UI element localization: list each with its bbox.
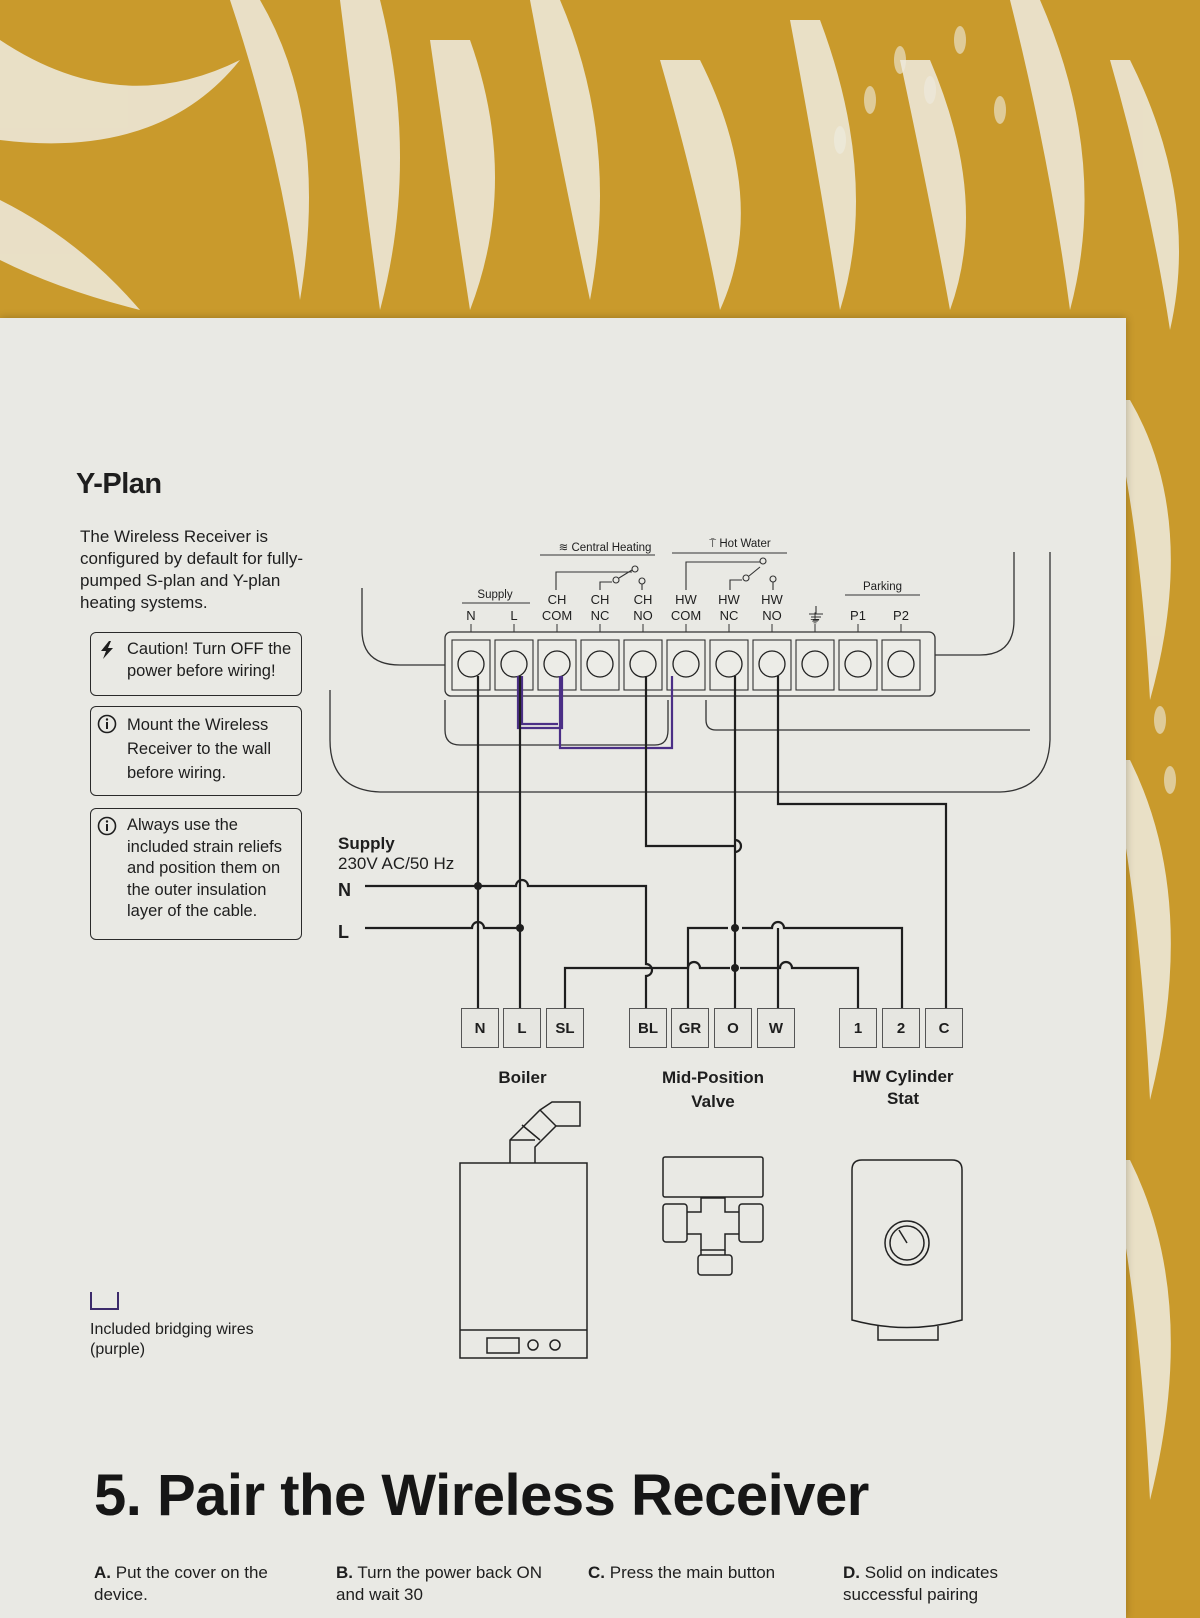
central-heating-group-label: ≋ Central Heating bbox=[558, 542, 652, 554]
valve-label: Mid-Position Valve bbox=[662, 1068, 764, 1111]
terminal-label-top: HW bbox=[718, 592, 740, 607]
terminal-slot bbox=[537, 639, 577, 691]
terminal-screw bbox=[543, 650, 571, 678]
parking-group-label: Parking bbox=[863, 581, 902, 593]
terminal-label-bottom: NC bbox=[719, 608, 739, 623]
terminal-label-top: CH bbox=[547, 592, 567, 607]
callout-text: Caution! Turn OFF the power before wirin… bbox=[127, 640, 292, 680]
terminal-label-top: CH bbox=[590, 592, 610, 607]
instruction-sheet bbox=[0, 318, 1126, 1618]
supply-spec: 230V AC/50 Hz bbox=[338, 854, 455, 873]
valve-terminal: GR bbox=[671, 1008, 709, 1048]
terminal-label-bottom: L bbox=[510, 608, 518, 623]
terminal-label-bottom: ⏚ bbox=[808, 611, 822, 626]
callout-text: Mount the Wireless Receiver to the wall … bbox=[127, 716, 271, 782]
terminal-screw bbox=[887, 650, 915, 678]
terminal-slot bbox=[752, 639, 792, 691]
cylinder-stat-label: HW Cylinder Stat bbox=[852, 1067, 954, 1108]
terminal-slot bbox=[666, 639, 706, 691]
valve-terminal: W bbox=[757, 1008, 795, 1048]
boiler-terminal: SL bbox=[546, 1008, 584, 1048]
step-a: A. Put the cover on the device. bbox=[94, 1563, 268, 1604]
terminal-screw bbox=[758, 650, 786, 678]
step-c: C. Press the main button bbox=[588, 1563, 776, 1582]
step-d: D. Solid on indicates successful pairing bbox=[843, 1563, 998, 1604]
bridging-wire-note: Included bridging wires (purple) bbox=[90, 1321, 254, 1358]
terminal-slot bbox=[709, 639, 749, 691]
supply-title: Supply bbox=[338, 834, 395, 853]
valve-terminal: O bbox=[714, 1008, 752, 1048]
terminal-screw bbox=[586, 650, 614, 678]
terminal-label-bottom: NC bbox=[590, 608, 610, 623]
strain-relief-callout: Always use the included strain reliefs a… bbox=[90, 808, 302, 940]
radiator-icon: ≋ bbox=[558, 542, 572, 554]
terminal-screw bbox=[500, 650, 528, 678]
boiler-terminal: N bbox=[461, 1008, 499, 1048]
boiler-illustration bbox=[459, 1101, 588, 1359]
tap-icon: ⍑ bbox=[709, 538, 720, 550]
step-b: B. Turn the power back ON and wait 30 bbox=[336, 1563, 542, 1604]
terminal-label-top: HW bbox=[675, 592, 697, 607]
boiler-terminal: L bbox=[503, 1008, 541, 1048]
terminal-screw bbox=[801, 650, 829, 678]
cylinder-illustration bbox=[851, 1159, 963, 1341]
intro-text: The Wireless Receiver is configured by d… bbox=[80, 527, 304, 612]
cylinder-stat-terminal: 2 bbox=[882, 1008, 920, 1048]
caution-callout: Caution! Turn OFF the power before wirin… bbox=[90, 632, 302, 696]
terminal-label-bottom: COM bbox=[670, 608, 702, 623]
mount-callout: Mount the Wireless Receiver to the wall … bbox=[90, 706, 302, 796]
terminal-block bbox=[444, 624, 936, 697]
section-heading: 5. Pair the Wireless Receiver bbox=[94, 1463, 869, 1528]
lightning-icon bbox=[101, 641, 113, 659]
info-icon bbox=[97, 714, 117, 734]
terminal-label-top: CH bbox=[633, 592, 653, 607]
terminal-screw bbox=[457, 650, 485, 678]
terminal-label-bottom: P2 bbox=[893, 608, 909, 623]
terminal-label-bottom: NO bbox=[762, 608, 782, 623]
boiler-label: Boiler bbox=[498, 1068, 547, 1087]
cylinder-stat-terminal: 1 bbox=[839, 1008, 877, 1048]
callout-text: Always use the included strain reliefs a… bbox=[127, 816, 282, 920]
terminal-slot bbox=[881, 639, 921, 691]
terminal-slot bbox=[623, 639, 663, 691]
terminal-slot bbox=[838, 639, 878, 691]
terminal-slot bbox=[451, 639, 491, 691]
terminal-slot bbox=[580, 639, 620, 691]
info-icon bbox=[97, 816, 117, 836]
terminal-slot bbox=[494, 639, 534, 691]
terminal-screw bbox=[629, 650, 657, 678]
terminal-slot bbox=[795, 639, 835, 691]
terminal-screw bbox=[715, 650, 743, 678]
supply-neutral-label: N bbox=[338, 880, 351, 900]
valve-terminal: BL bbox=[629, 1008, 667, 1048]
terminal-label-bottom: COM bbox=[541, 608, 573, 623]
cylinder-stat-terminal: C bbox=[925, 1008, 963, 1048]
terminal-screw bbox=[672, 650, 700, 678]
page-title: Y-Plan bbox=[76, 468, 162, 500]
mains-supply-label: Supply 230V AC/50 Hz bbox=[338, 834, 454, 874]
supply-live-label: L bbox=[338, 922, 349, 942]
hot-water-group-label: ⍑ Hot Water bbox=[709, 538, 771, 550]
terminal-label-bottom: NO bbox=[633, 608, 653, 623]
valve-illustration bbox=[662, 1156, 764, 1276]
terminal-label-top: HW bbox=[761, 592, 783, 607]
bridging-wire-icon bbox=[90, 1292, 119, 1310]
supply-group-label: Supply bbox=[477, 589, 513, 601]
terminal-label-bottom: P1 bbox=[850, 608, 866, 623]
terminal-screw bbox=[844, 650, 872, 678]
terminal-label-bottom: N bbox=[466, 608, 476, 623]
